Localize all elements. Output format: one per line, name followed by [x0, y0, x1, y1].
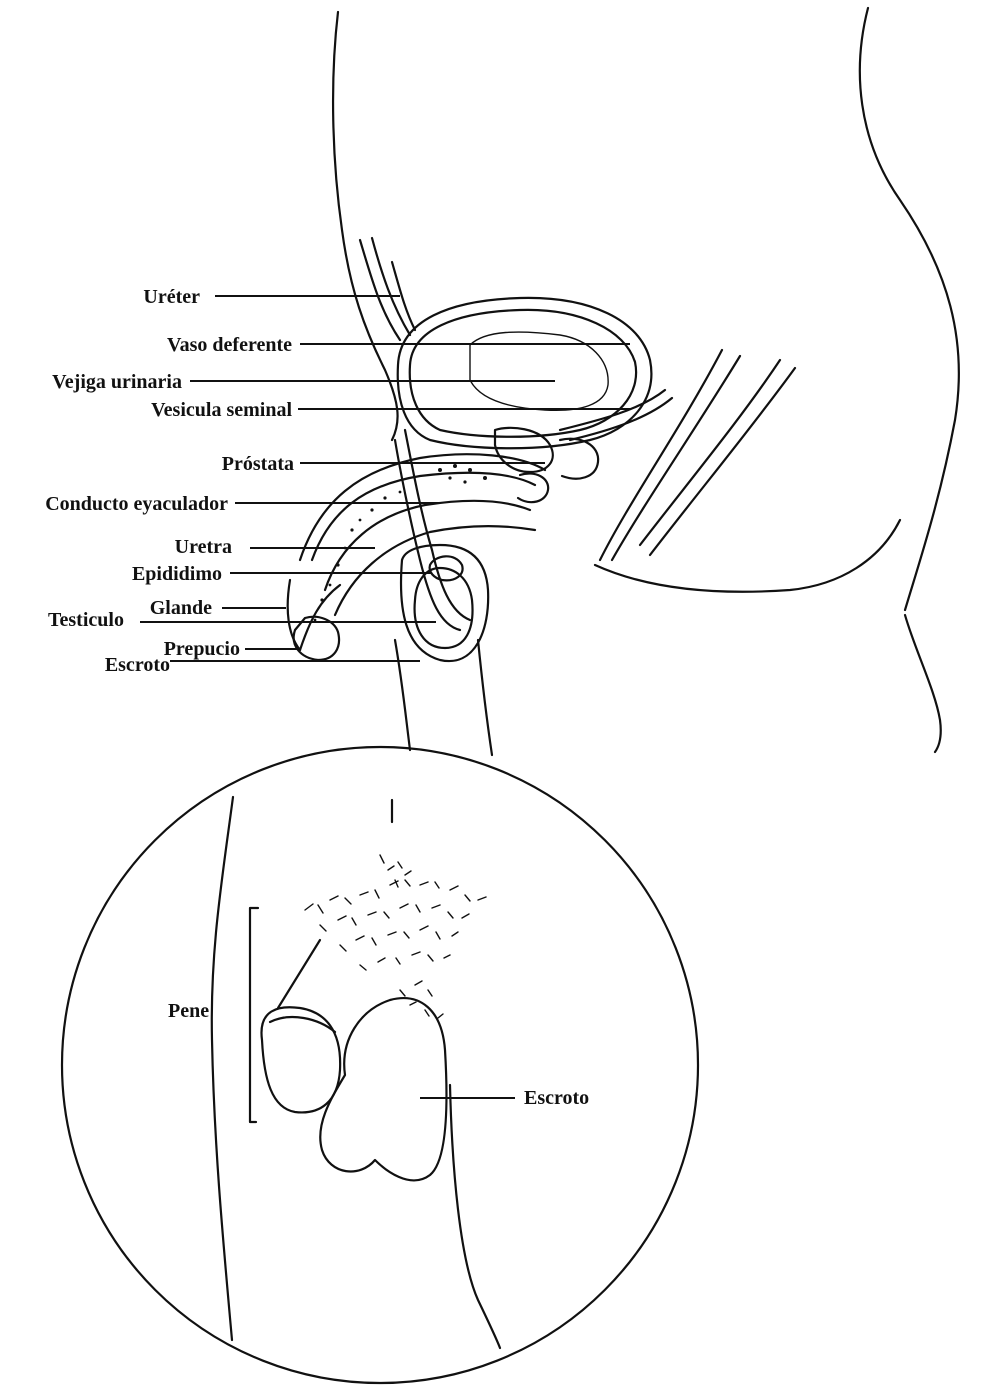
label-testiculo: Testiculo [48, 609, 124, 631]
label-prostata: Próstata [222, 453, 294, 475]
label-vesicula-seminal: Vesicula seminal [151, 399, 292, 421]
label-vejiga-urinaria: Vejiga urinaria [52, 371, 182, 393]
inset-label-pene: Pene [168, 1000, 209, 1022]
label-uretra: Uretra [175, 536, 232, 558]
internal-organs [288, 238, 795, 661]
label-prepucio: Prepucio [164, 638, 240, 660]
inset-external-view: Pene Escroto [62, 747, 698, 1383]
label-epididimo: Epididimo [132, 563, 222, 585]
label-ureter: Uréter [143, 286, 200, 308]
label-vaso-deferente: Vaso deferente [167, 334, 292, 356]
inset-label-escroto: Escroto [524, 1087, 589, 1109]
pubic-hair [305, 855, 486, 1018]
labels: Uréter Vaso deferente Vejiga urinaria Ve… [45, 286, 294, 676]
label-escroto: Escroto [105, 654, 170, 676]
label-conducto-eyaculador: Conducto eyaculador [45, 493, 228, 515]
label-glande: Glande [150, 597, 212, 619]
